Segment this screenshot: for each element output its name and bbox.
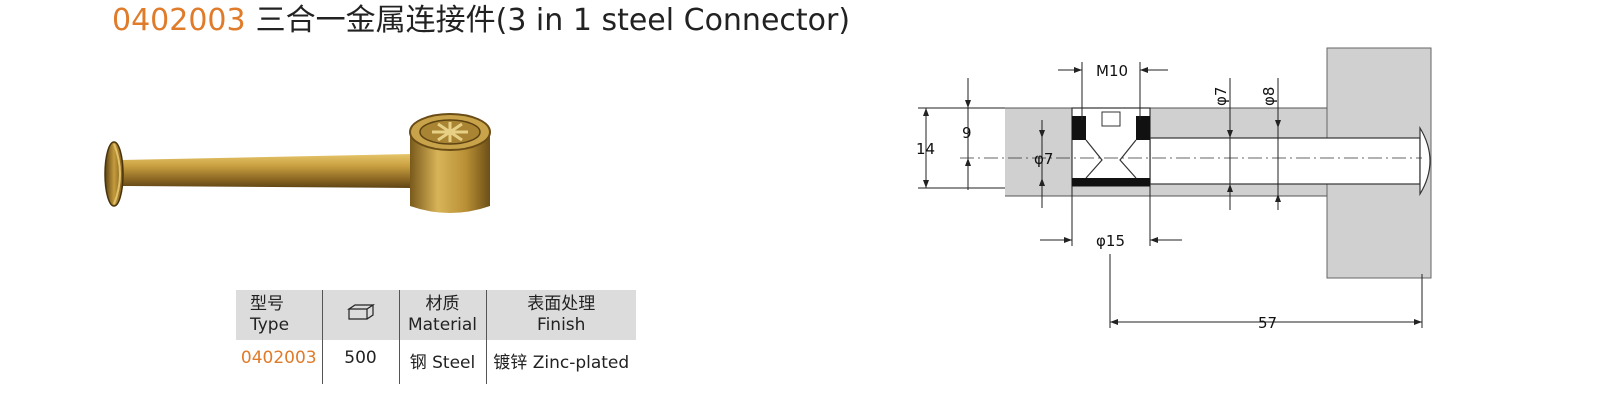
dim-14: 14: [916, 140, 935, 158]
cell-type: 0402003: [240, 348, 317, 368]
cell-material: 钢 Steel: [398, 340, 486, 384]
dim-57: 57: [1258, 314, 1277, 332]
table-header-row: 型号 Type 材质 Material 表面处理 Finish: [236, 290, 636, 340]
cell-quantity: 500: [321, 340, 399, 384]
dim-phi7-top: φ7: [1212, 87, 1230, 106]
column-finish: 表面处理 Finish: [485, 290, 636, 340]
dim-m10: M10: [1096, 62, 1128, 80]
product-name: 三合一金属连接件(3 in 1 steel Connector): [255, 3, 851, 38]
dim-phi8-top: φ8: [1260, 87, 1278, 106]
column-type: 型号 Type: [236, 290, 322, 340]
column-type-en: Type: [250, 315, 290, 335]
box-icon: [346, 303, 375, 320]
technical-drawing: M10 φ7 φ8 9 14 φ7 φ15 57: [916, 47, 1432, 332]
column-finish-cn: 表面处理: [527, 294, 596, 314]
column-finish-en: Finish: [537, 315, 586, 335]
column-package: [321, 290, 399, 340]
bolt-rod: [1149, 137, 1421, 185]
column-type-cn: 型号: [250, 294, 284, 314]
page-title: 0402003 三合一金属连接件(3 in 1 steel Connector): [112, 2, 850, 40]
dim-phi15: φ15: [1096, 232, 1125, 250]
column-material-en: Material: [407, 315, 478, 335]
product-code: 0402003: [112, 3, 246, 38]
column-material-cn: 材质: [425, 294, 460, 314]
table-row: 0402003 500 钢 Steel 镀锌 Zinc-plated: [236, 340, 636, 384]
spec-table: 型号 Type 材质 Material 表面处理 Finish 0402003 …: [236, 290, 636, 384]
product-photo: [104, 113, 491, 213]
column-material: 材质 Material: [398, 290, 486, 340]
bolt-head: [1419, 125, 1431, 197]
dim-9: 9: [962, 124, 972, 142]
dim-phi7-left: φ7: [1034, 150, 1053, 168]
cell-finish: 镀锌 Zinc-plated: [485, 340, 636, 384]
